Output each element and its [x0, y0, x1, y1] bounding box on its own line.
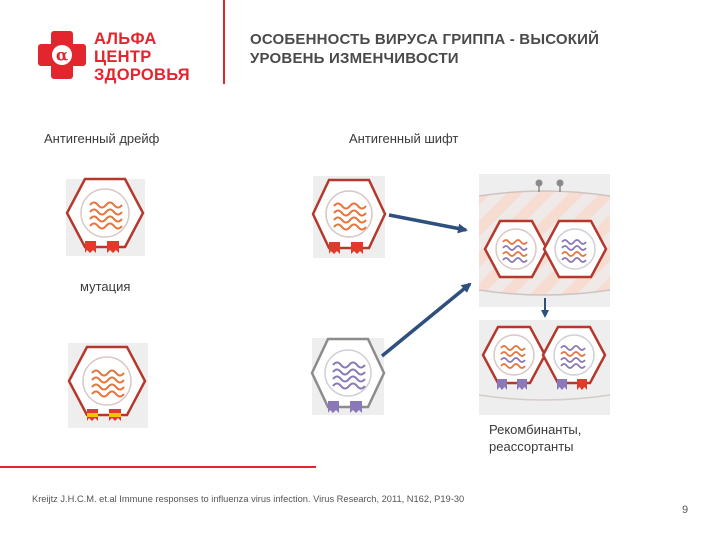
logo-line-1: АЛЬФА: [94, 30, 157, 48]
logo-wordmark: АЛЬФА ЦЕНТР ЗДОРОВЬЯ: [94, 30, 190, 84]
label-recombinants-line-2: реассортанты: [489, 439, 574, 454]
logo-line-2: ЦЕНТР: [94, 48, 152, 66]
virus-strain-a-shift: [311, 178, 387, 254]
label-recombinants-line-1: Рекомбинанты,: [489, 422, 582, 437]
virus-in-cell-mixed: [542, 219, 608, 279]
slide-title: ОСОБЕННОСТЬ ВИРУСА ГРИППА - ВЫСОКИЙ УРОВ…: [250, 30, 700, 68]
virus-in-cell-red: [483, 219, 549, 279]
virus-original-drift: [65, 177, 145, 253]
virus-strain-b-shift: [310, 337, 386, 413]
label-antigenic-shift: Антигенный шифт: [349, 131, 459, 146]
recombinant-virus-2: [541, 325, 607, 390]
reference-citation: Kreijtz J.H.C.M. et.al Immune responses …: [32, 494, 465, 504]
medical-cross-icon: [38, 31, 86, 79]
slide-title-line-2: УРОВЕНЬ ИЗМЕНЧИВОСТИ: [250, 50, 459, 67]
footer-divider: [0, 466, 316, 468]
recombinant-virus-1: [481, 325, 547, 390]
alfa-center-logo: α: [38, 31, 86, 79]
slide-title-line-1: ОСОБЕННОСТЬ ВИРУСА ГРИППА - ВЫСОКИЙ: [250, 31, 600, 48]
virus-mutated-drift: [67, 345, 147, 421]
arrow-strain-a-to-cell: [388, 213, 468, 234]
arrow-strain-b-to-cell: [380, 282, 472, 358]
receptor-icon-2: [556, 179, 564, 192]
receptor-icon-1: [535, 179, 543, 192]
logo-alpha-symbol: α: [56, 46, 68, 65]
label-recombinants: Рекомбинанты, реассортанты: [489, 421, 609, 455]
logo-line-3: ЗДОРОВЬЯ: [94, 66, 190, 84]
page-number: 9: [682, 504, 689, 516]
label-mutation: мутация: [80, 279, 131, 294]
header-divider: [223, 0, 225, 84]
label-antigenic-drift: Антигенный дрейф: [44, 131, 160, 146]
